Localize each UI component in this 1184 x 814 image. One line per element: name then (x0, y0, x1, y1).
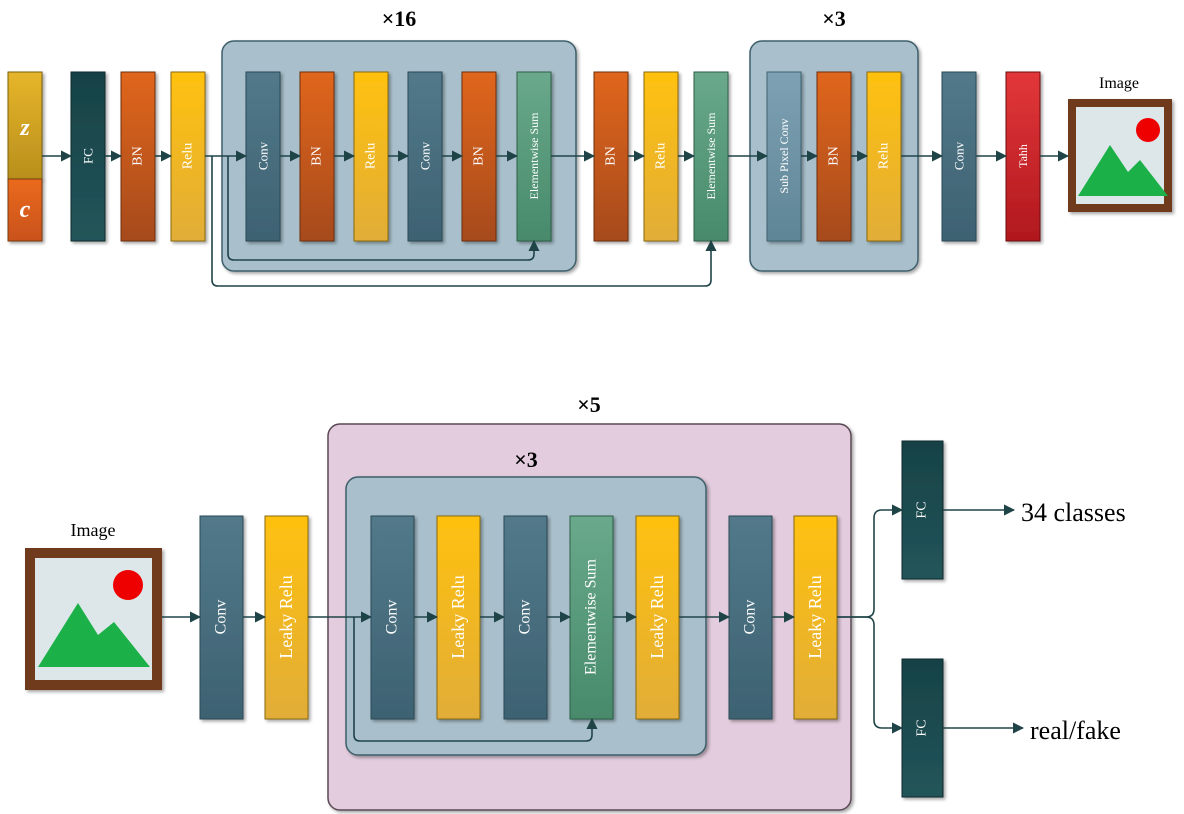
output-realfake-label: real/fake (1030, 716, 1121, 745)
relu-label-1: Relu (181, 143, 196, 169)
d-branch-bottom (837, 616, 904, 734)
d-in-lrelu-block-1 (436, 515, 481, 720)
d-in-conv-label-2: Conv (517, 600, 534, 635)
bn-label-1: BN (131, 146, 146, 165)
d-branch-top (837, 504, 904, 618)
d-fc-block-bottom (901, 658, 944, 798)
res-bn-label-2: BN (472, 146, 487, 165)
bn-block-1 (120, 71, 156, 242)
d-fc-label-bottom: FC (915, 719, 930, 736)
final-conv-block (941, 71, 977, 242)
inner-repeat-label: ×3 (514, 447, 538, 472)
outer-repeat-label: ×5 (577, 392, 601, 417)
d-out-lrelu-block (793, 515, 838, 720)
res-sum-label: Elementwise Sum (527, 112, 541, 200)
d-in-conv-block-2 (503, 515, 548, 720)
d-in-conv-label-1: Conv (384, 600, 401, 635)
upsample-repeat-label: ×3 (822, 6, 846, 31)
res-relu-label: Relu (364, 143, 379, 169)
d-in-lrelu-label-2: Leaky Relu (647, 575, 667, 658)
d-in-conv-block-1 (370, 515, 415, 720)
res-relu-block (353, 71, 389, 242)
res-bn-block-1 (299, 71, 335, 242)
res-conv-block-2 (407, 71, 443, 242)
res-bn-label-1: BN (310, 146, 325, 165)
input-c-block (7, 178, 43, 242)
d-lrelu-label-1: Leaky Relu (276, 575, 296, 658)
d-in-lrelu-label-1: Leaky Relu (448, 575, 468, 658)
d-conv-label-1: Conv (213, 600, 230, 635)
fc-label: FC (81, 148, 96, 164)
res-sum-block (516, 71, 552, 242)
d-fc-label-top: FC (915, 501, 930, 518)
subpixel-conv-label: Sub Pixel Conv (777, 118, 791, 193)
bn-block-2 (593, 71, 629, 242)
relu-block-1 (170, 71, 206, 242)
output-classes-label: 34 classes (1021, 498, 1126, 527)
output-image-label: Image (1099, 75, 1139, 92)
input-z-label: z (19, 115, 30, 141)
res-conv-block-1 (245, 71, 281, 242)
relu-label-2: Relu (654, 143, 669, 169)
res-bn-block-2 (461, 71, 497, 242)
output-image-icon (1068, 99, 1172, 212)
res-conv-label-2: Conv (418, 141, 433, 170)
tanh-label: Tahh (1016, 144, 1030, 168)
residual-repeat-label: ×16 (382, 6, 417, 31)
bn-label-2: BN (604, 146, 619, 165)
up-bn-label: BN (827, 146, 842, 165)
skip-connection-inner (227, 156, 540, 261)
sum-block-2 (693, 71, 729, 242)
relu-block-2 (643, 71, 679, 242)
discriminator: ×5 ×3 Image Conv Leaky Relu Conv Leaky R… (25, 392, 1126, 811)
d-out-conv-block (728, 515, 773, 720)
d-in-lrelu-block-2 (635, 515, 680, 720)
res-conv-label-1: Conv (256, 141, 271, 170)
generator: ×16 ×3 z c FC BN Relu Conv BN Relu Conv … (7, 6, 1172, 287)
d-lrelu-block-1 (264, 515, 309, 720)
skip-connection-outer (211, 156, 717, 287)
input-image-icon (25, 548, 162, 690)
d-in-sum-label: Elementwise Sum (583, 558, 600, 675)
final-conv-label: Conv (952, 141, 967, 170)
input-c-label: c (20, 197, 31, 223)
sum-label-2: Elementwise Sum (704, 112, 718, 200)
d-out-lrelu-label: Leaky Relu (805, 575, 825, 658)
d-in-sum-block (569, 515, 614, 720)
up-relu-block (866, 71, 902, 242)
d-out-conv-label: Conv (742, 600, 759, 635)
up-relu-label: Relu (877, 143, 892, 169)
input-image-label: Image (71, 520, 116, 540)
d-skip-connection (353, 617, 598, 742)
